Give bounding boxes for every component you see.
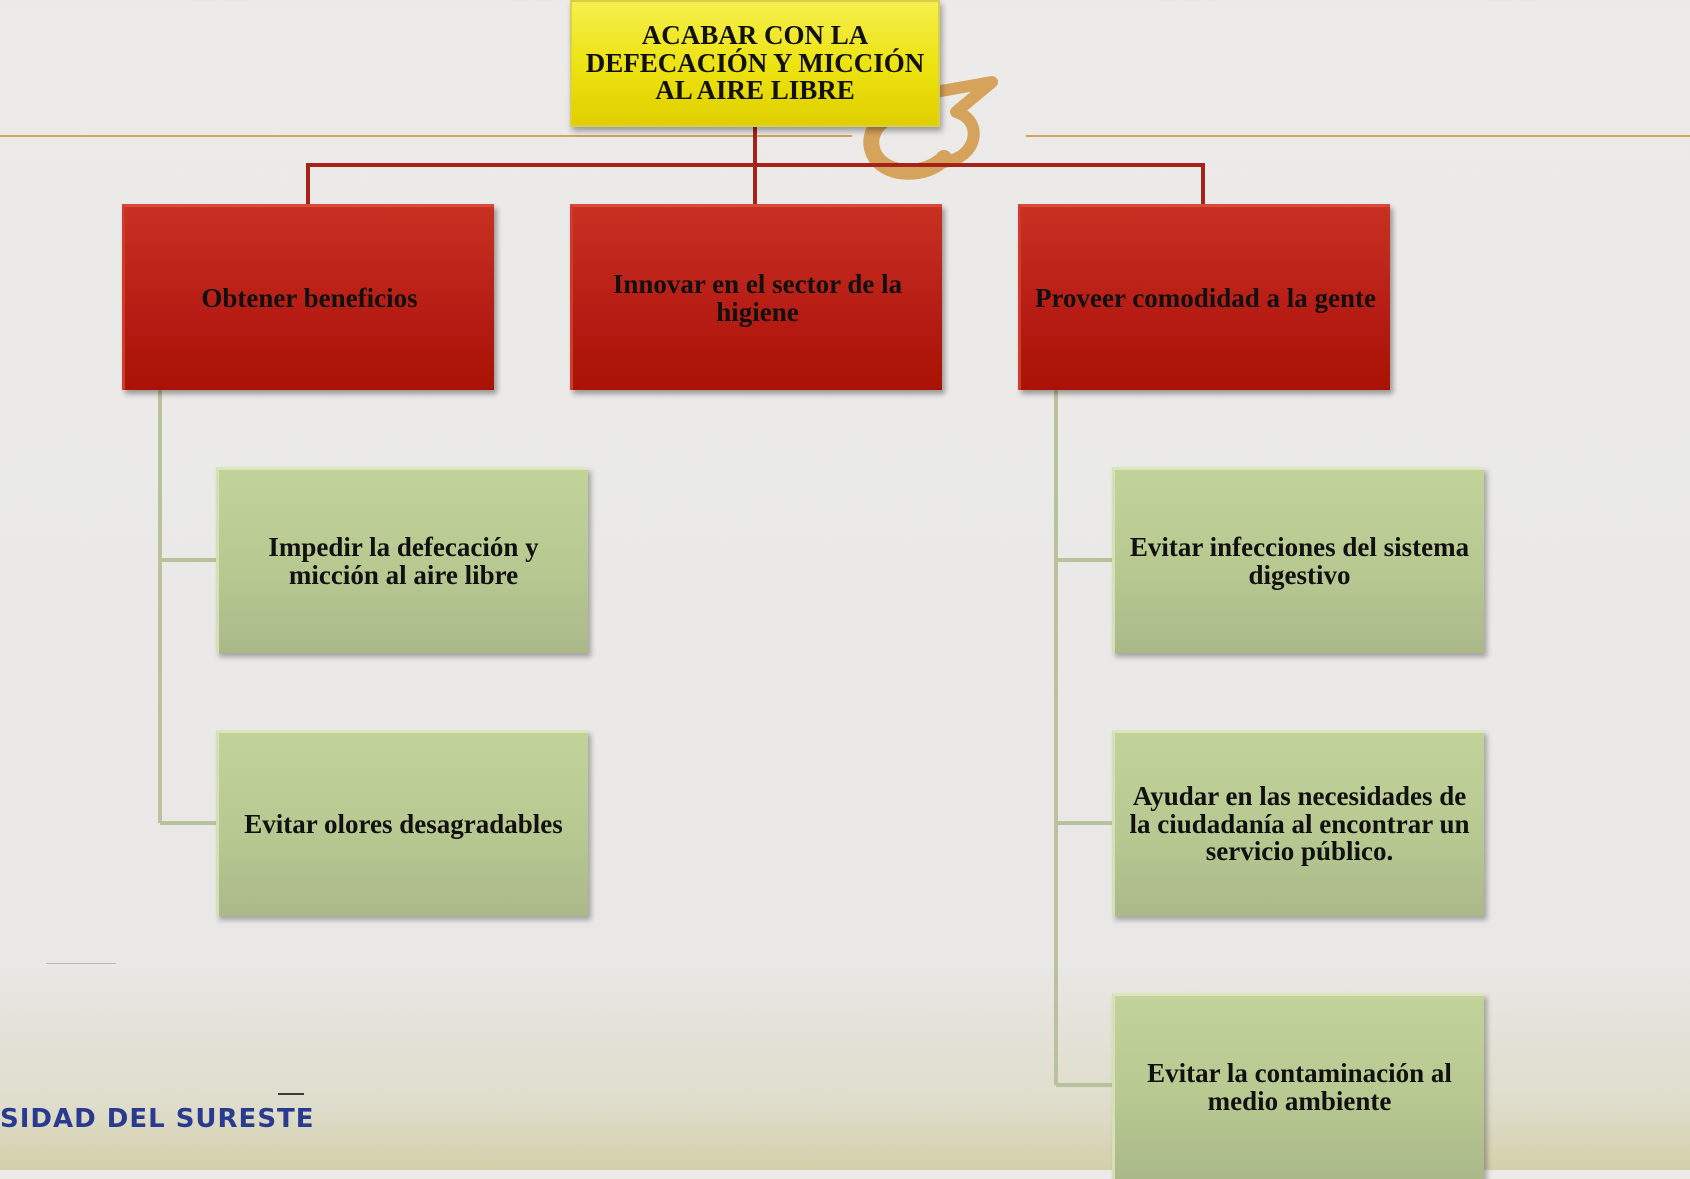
accent-line-left: [0, 135, 852, 137]
accent-line-right: [1026, 135, 1690, 137]
branch-node-label: Obtener beneficios: [201, 282, 418, 313]
leaf-node-evitar-olores: Evitar olores desagradables: [216, 730, 588, 916]
leaf-node-evitar-contaminacion: Evitar la contaminación al medio ambient…: [1112, 993, 1484, 1179]
branch-node-label: Proveer comodidad a la gente: [1035, 282, 1376, 313]
leaf-node-label: Evitar infecciones del sistema digestivo: [1129, 531, 1470, 590]
leaf-node-impedir-defecacion: Impedir la defecación y micción al aire …: [216, 467, 588, 653]
branch-node-innovar: Innovar en el sector de la higiene: [570, 204, 942, 390]
root-node-label: ACABAR CON LA DEFECACIÓN Y MICCIÓN AL AI…: [585, 20, 925, 106]
leaf-node-label: Ayudar en las necesidades de la ciudadan…: [1129, 781, 1470, 867]
root-node: ACABAR CON LA DEFECACIÓN Y MICCIÓN AL AI…: [570, 0, 940, 127]
footer-divider: [46, 963, 116, 964]
leaf-node-ayudar-ciudadania: Ayudar en las necesidades de la ciudadan…: [1112, 730, 1484, 916]
footer-institution-name: SIDAD DEL SURESTE: [0, 1104, 315, 1134]
leaf-node-label: Evitar la contaminación al medio ambient…: [1147, 1057, 1452, 1116]
footer-divider: [278, 1093, 304, 1095]
branch-node-label: Innovar en el sector de la higiene: [612, 268, 903, 327]
leaf-node-label: Evitar olores desagradables: [244, 808, 563, 839]
branch-node-proveer-comodidad: Proveer comodidad a la gente: [1018, 204, 1390, 390]
leaf-node-evitar-infecciones: Evitar infecciones del sistema digestivo: [1112, 467, 1484, 653]
leaf-node-label: Impedir la defecación y micción al aire …: [268, 531, 539, 590]
branch-node-obtener-beneficios: Obtener beneficios: [122, 204, 494, 390]
